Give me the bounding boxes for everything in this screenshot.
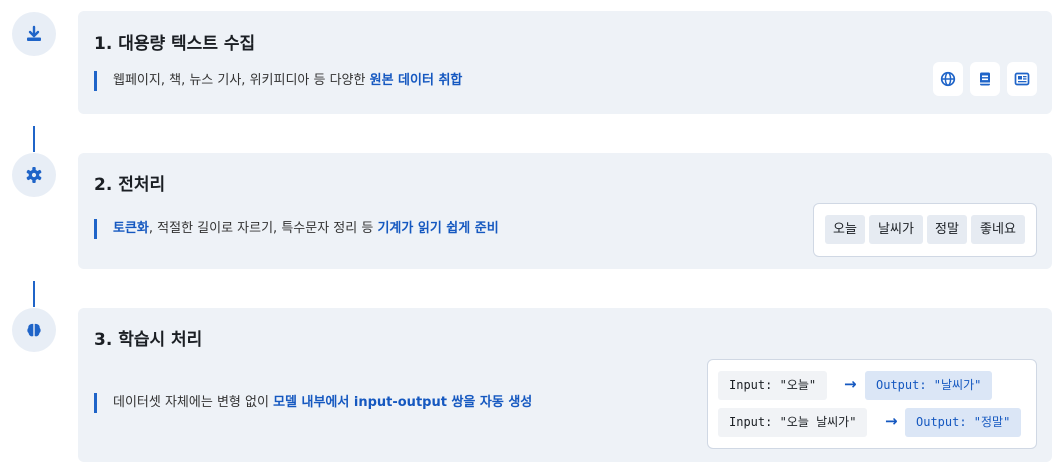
brain-icon (12, 308, 56, 352)
output-example: Output: "날씨가" (865, 371, 993, 400)
step-title: 2. 전처리 (94, 175, 166, 195)
token-chip: 오늘 (825, 215, 865, 244)
step-description: 데이터셋 자체에는 변형 없이 모델 내부에서 input-output 쌍을 … (94, 393, 532, 413)
output-example: Output: "정말" (905, 408, 1022, 437)
step-card-collection: 1. 대용량 텍스트 수집 웹페이지, 책, 뉴스 기사, 위키피디아 등 다양… (78, 11, 1052, 114)
timeline-connector (33, 281, 35, 307)
description-highlight: 모델 내부에서 input-output 쌍을 자동 생성 (273, 395, 533, 410)
description-highlight: 원본 데이터 취합 (369, 73, 463, 88)
description-highlight: 토큰화 (113, 221, 149, 236)
step-description: 웹페이지, 책, 뉴스 기사, 위키피디아 등 다양한 원본 데이터 취합 (94, 71, 462, 91)
step-description: 토큰화, 적절한 길이로 자르기, 특수문자 정리 등 기계가 읽기 쉽게 준비 (94, 219, 499, 239)
book-icon (970, 62, 1000, 96)
input-output-example-box: Input: "오늘" → Output: "날씨가" Input: "오늘 날… (707, 359, 1037, 449)
download-icon (12, 12, 56, 56)
description-highlight: 기계가 읽기 쉽게 준비 (377, 221, 499, 236)
globe-icon (933, 62, 963, 96)
token-chip: 정말 (927, 215, 967, 244)
description-text: , 적절한 길이로 자르기, 특수문자 정리 등 (148, 221, 378, 236)
description-text: 데이터셋 자체에는 변형 없이 (113, 395, 274, 410)
token-example-box: 오늘 날씨가 정말 좋네요 (813, 203, 1037, 257)
input-example: Input: "오늘 날씨가" (718, 408, 868, 437)
arrow-right-icon: → (844, 375, 857, 393)
step-card-training: 3. 학습시 처리 데이터셋 자체에는 변형 없이 모델 내부에서 input-… (78, 308, 1052, 462)
token-chip: 좋네요 (971, 215, 1025, 244)
arrow-right-icon: → (885, 412, 898, 430)
timeline-connector (33, 126, 35, 152)
description-text: 웹페이지, 책, 뉴스 기사, 위키피디아 등 다양한 (113, 73, 370, 88)
gear-icon (12, 153, 56, 197)
newspaper-icon (1007, 62, 1037, 96)
step-title: 1. 대용량 텍스트 수집 (94, 34, 256, 54)
input-example: Input: "오늘" (718, 371, 828, 400)
token-chip: 날씨가 (869, 215, 923, 244)
step-card-preprocessing: 2. 전처리 토큰화, 적절한 길이로 자르기, 특수문자 정리 등 기계가 읽… (78, 153, 1052, 269)
step-title: 3. 학습시 처리 (94, 330, 203, 350)
